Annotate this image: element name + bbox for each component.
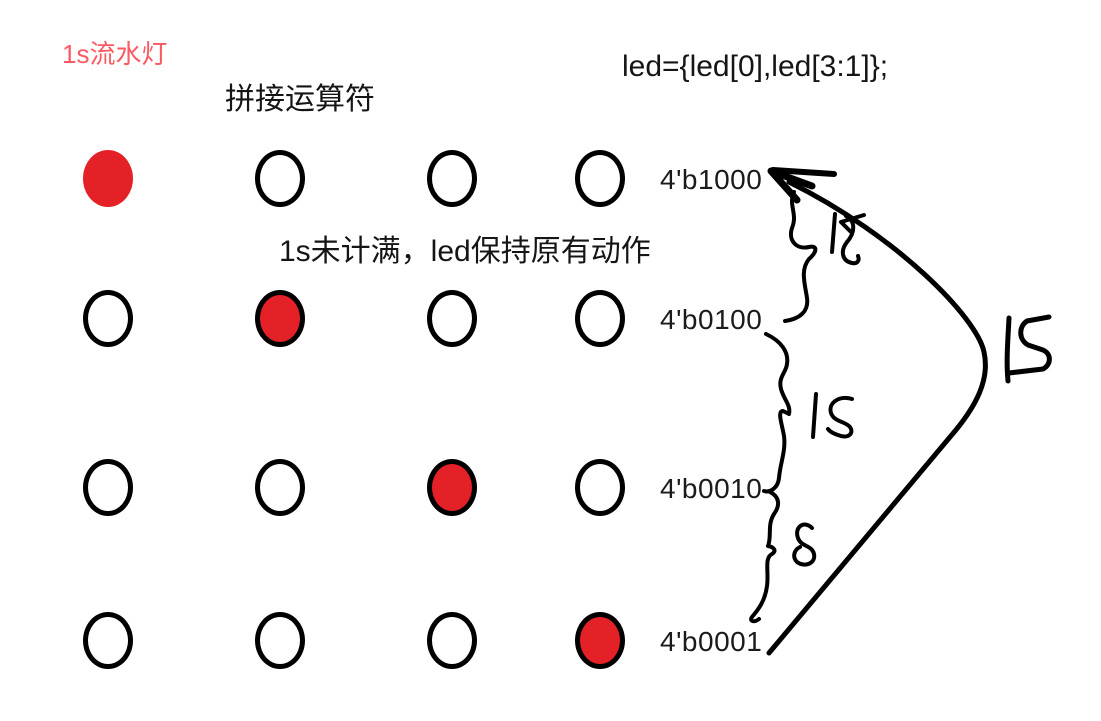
led-on (427, 459, 477, 516)
handwritten-1s-right (1004, 314, 1052, 384)
led-on (83, 150, 133, 207)
row-binary-label: 4'b0100 (660, 304, 763, 335)
led-off (575, 150, 625, 207)
arrowhead-icon (767, 167, 816, 204)
handwritten-1s-top (830, 212, 866, 266)
led-row: 4'b0010 (0, 459, 1101, 517)
led-row: 4'b0100 (0, 290, 1101, 348)
led-on (255, 290, 305, 347)
led-row: 4'b1000 (0, 150, 1101, 208)
row-binary-label: 4'b0001 (660, 626, 763, 657)
arrow-horizontal-stroke (770, 167, 837, 177)
squiggle-connector-0010-0001 (749, 490, 781, 624)
handwritten-1s-middle (811, 392, 854, 439)
handwritten-s-lower (792, 522, 817, 567)
led-off (255, 459, 305, 516)
led-off (427, 150, 477, 207)
page-title: 1s流水灯 (62, 39, 168, 69)
row-binary-label: 4'b0010 (660, 473, 763, 504)
led-off (575, 459, 625, 516)
led-on (575, 612, 625, 669)
concat-operator-caption: 拼接运算符 (225, 83, 375, 116)
verilog-code-line: led={led[0],led[3:1]}; (622, 50, 889, 83)
squiggle-connector-1000-0100 (783, 190, 818, 323)
led-off (83, 290, 133, 347)
led-row: 4'b0001 (0, 612, 1101, 670)
led-off (427, 612, 477, 669)
wrap-around-arrow-curve (766, 179, 988, 656)
led-off (255, 612, 305, 669)
row-binary-label: 4'b1000 (660, 164, 763, 195)
led-off (83, 612, 133, 669)
led-off (427, 290, 477, 347)
hold-state-note: 1s未计满，led保持原有动作 (279, 235, 651, 268)
squiggle-connector-0100-0010 (762, 332, 792, 494)
led-off (255, 150, 305, 207)
led-off (83, 459, 133, 516)
led-off (575, 290, 625, 347)
